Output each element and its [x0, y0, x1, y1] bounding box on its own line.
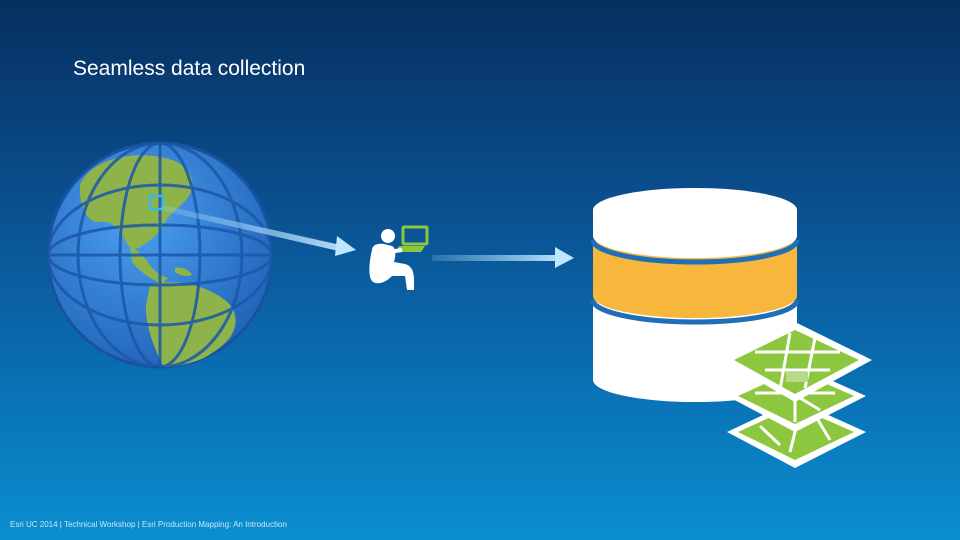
- globe-icon: [46, 141, 274, 369]
- arrow-icon: [432, 247, 574, 268]
- slide-title: Seamless data collection: [73, 57, 306, 80]
- map-layers-icon: [722, 322, 872, 468]
- database-icon: [590, 188, 800, 402]
- selection-square-icon: [148, 194, 165, 211]
- field-worker-icon: [369, 225, 429, 290]
- arrow-icon: [160, 205, 356, 256]
- slide-footer: Esri UC 2014 | Technical Workshop | Esri…: [10, 520, 287, 529]
